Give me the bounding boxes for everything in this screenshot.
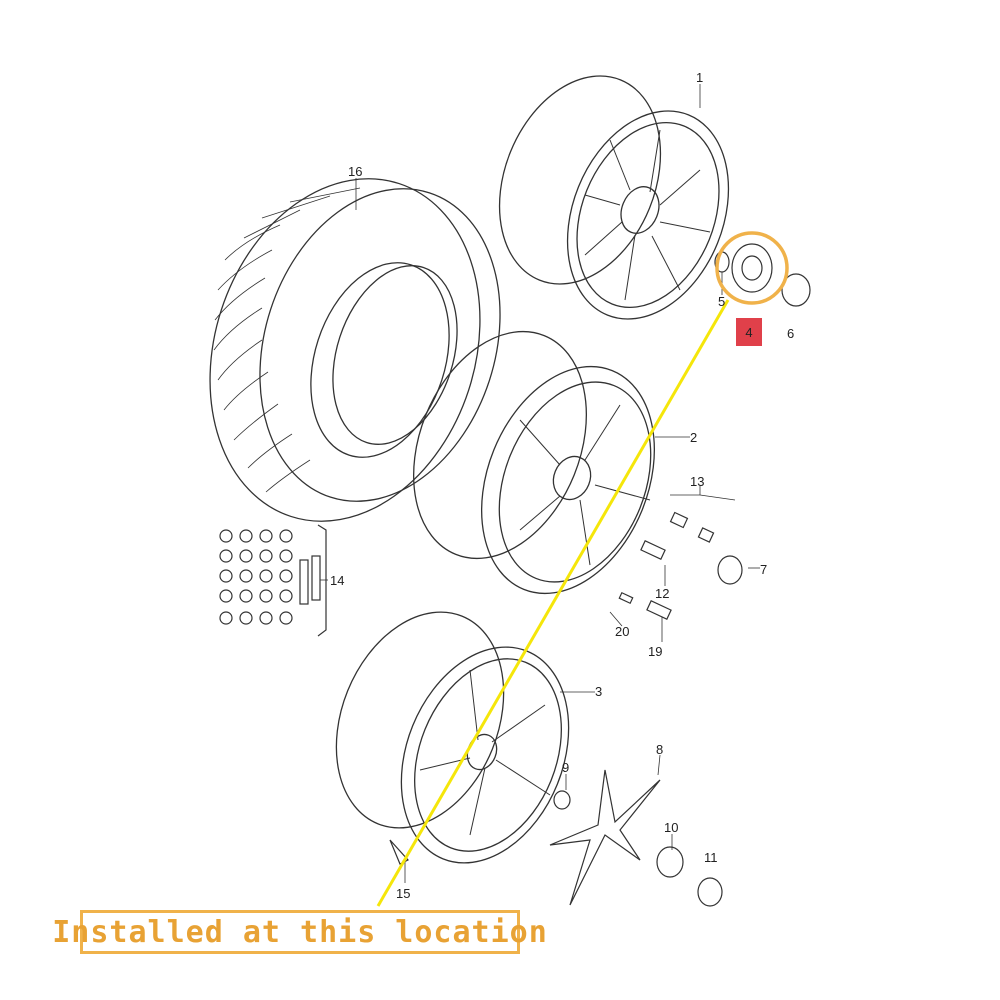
part-label-14: 14 [330, 573, 344, 588]
callout-text: Installed at this location [52, 914, 548, 950]
part-label-7: 7 [760, 562, 767, 577]
part-label-2: 2 [690, 430, 697, 445]
lug-nut-set-14 [219, 524, 327, 637]
bolt-12 [640, 540, 666, 560]
wheel-2-illustration [413, 330, 655, 595]
small-parts [219, 243, 811, 907]
wheel-3-illustration [335, 611, 570, 864]
cap-7 [717, 555, 743, 585]
part-label-5: 5 [718, 294, 725, 309]
callout-leader-line [376, 299, 730, 907]
part-label-8: 8 [656, 742, 663, 757]
highlighted-part-badge: 4 [736, 318, 762, 346]
highlighted-part-number: 4 [745, 324, 753, 340]
part-label-11: 11 [704, 850, 718, 865]
part-9 [553, 790, 571, 810]
callout-box: Installed at this location [52, 910, 547, 954]
part-label-20: 20 [615, 624, 629, 639]
center-cap-4 [731, 243, 773, 293]
spider-cover-8 [549, 769, 661, 906]
part-11 [697, 877, 723, 907]
part-label-10: 10 [664, 820, 678, 835]
wheel-1-illustration [498, 75, 730, 320]
bolt-13a [669, 511, 689, 529]
part-label-6: 6 [787, 326, 794, 341]
part-label-15: 15 [396, 886, 410, 901]
bolt-13b [697, 527, 715, 543]
valve-19 [646, 600, 672, 620]
hub-6 [781, 273, 811, 307]
part-label-19: 19 [648, 644, 662, 659]
highlight-ring [715, 231, 789, 305]
part-label-13: 13 [690, 474, 704, 489]
part-label-16: 16 [348, 164, 362, 179]
part-label-9: 9 [562, 760, 569, 775]
part-10 [656, 846, 684, 878]
part-label-1: 1 [696, 70, 703, 85]
part-label-12: 12 [655, 586, 669, 601]
valve-20 [618, 591, 634, 605]
part-label-3: 3 [595, 684, 602, 699]
